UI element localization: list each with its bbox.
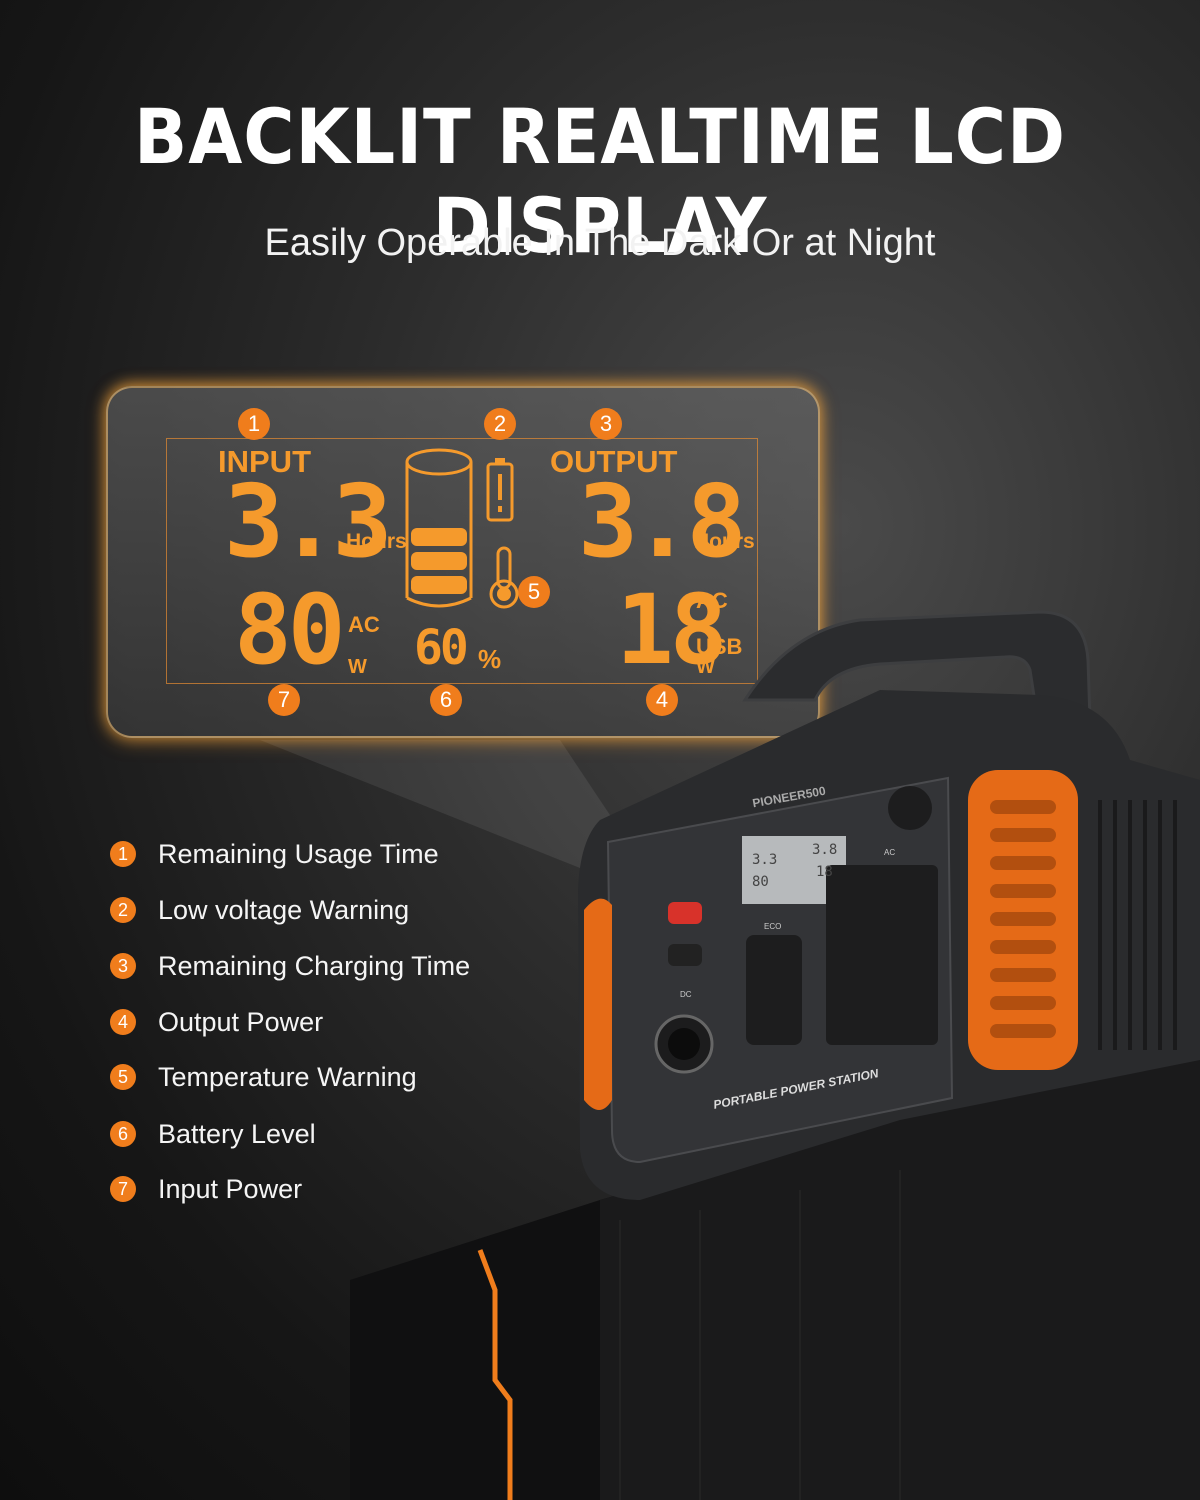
legend-number: 6 xyxy=(110,1121,136,1147)
legend-item-3: 3 Remaining Charging Time xyxy=(110,948,470,984)
lcd-input-time-unit: Hours xyxy=(346,530,407,553)
badge-7: 7 xyxy=(268,684,300,716)
battery-icon xyxy=(405,448,473,608)
lcd-output-label: OUTPUT xyxy=(550,444,678,479)
mini-lcd-input-power: 80 xyxy=(752,874,769,890)
legend-number: 2 xyxy=(110,897,136,923)
legend-item-6: 6 Battery Level xyxy=(110,1116,316,1152)
lcd-output-power-unit: W xyxy=(696,656,715,678)
legend-label: Remaining Charging Time xyxy=(158,950,471,981)
lcd-percent-sign: % xyxy=(478,644,502,674)
legend-item-4: 4 Output Power xyxy=(110,1004,323,1040)
legend-label: Output Power xyxy=(158,1006,324,1037)
lcd-input-label: INPUT xyxy=(218,444,311,479)
legend-label: Battery Level xyxy=(158,1118,316,1149)
lcd-input-power: 80 xyxy=(234,574,346,686)
legend-number: 7 xyxy=(110,1176,136,1202)
low-voltage-warning-icon xyxy=(486,458,514,522)
badge-1: 1 xyxy=(238,408,270,440)
lcd-input-time: 3.3 xyxy=(224,463,393,580)
legend-item-7: 7 Input Power xyxy=(110,1171,302,1207)
eco-button-label: ECO xyxy=(764,922,782,931)
legend-item-1: 1 Remaining Usage Time xyxy=(110,836,439,872)
thermometer-icon xyxy=(489,546,519,609)
legend-label: Input Power xyxy=(158,1173,303,1204)
badge-4: 4 xyxy=(646,684,678,716)
legend-number: 4 xyxy=(110,1009,136,1035)
lcd-callout-panel: 1 2 3 5 7 6 4 INPUT 3.3 Hours 80 AC W 60… xyxy=(106,386,820,738)
ac-button-label: AC xyxy=(884,848,896,857)
legend-number: 1 xyxy=(110,841,136,867)
legend-number: 3 xyxy=(110,953,136,979)
lcd-output-power-ac: AC xyxy=(696,588,728,613)
lcd-output-time: 3.8 xyxy=(578,463,747,580)
legend-item-2: 2 Low voltage Warning xyxy=(110,892,409,928)
lcd-input-power-type: AC xyxy=(348,612,380,637)
legend-item-5: 5 Temperature Warning xyxy=(110,1059,417,1095)
lcd-output-time-unit: Hours xyxy=(694,530,755,553)
mini-lcd-output-power: 18 xyxy=(816,864,833,880)
legend-label: Low voltage Warning xyxy=(158,894,410,925)
subheadline: Easily Operable In The Dark Or at Night xyxy=(264,222,936,264)
badge-6: 6 xyxy=(430,684,462,716)
lcd-input-power-unit: W xyxy=(348,656,367,678)
dc-button-label: DC xyxy=(680,990,692,999)
badge-5: 5 xyxy=(518,576,550,608)
headline: BACKLIT REALTIME LCD DISPLAY xyxy=(134,92,1066,270)
mini-lcd-input-time: 3.3 xyxy=(752,852,778,868)
legend-number: 5 xyxy=(110,1064,136,1090)
mini-lcd-output-time: 3.8 xyxy=(812,842,838,858)
legend-label: Temperature Warning xyxy=(158,1061,417,1092)
battery-segment xyxy=(411,552,467,570)
badge-2: 2 xyxy=(484,408,516,440)
badge-3: 3 xyxy=(590,408,622,440)
lcd-battery-percent: 60 xyxy=(414,620,469,676)
legend-label: Remaining Usage Time xyxy=(158,838,439,869)
lcd-output-power-usb: USB xyxy=(696,634,743,659)
lcd-screen xyxy=(166,438,758,684)
lcd-output-power: 18 xyxy=(616,574,728,686)
battery-segment xyxy=(411,528,467,546)
battery-segment xyxy=(411,576,467,594)
